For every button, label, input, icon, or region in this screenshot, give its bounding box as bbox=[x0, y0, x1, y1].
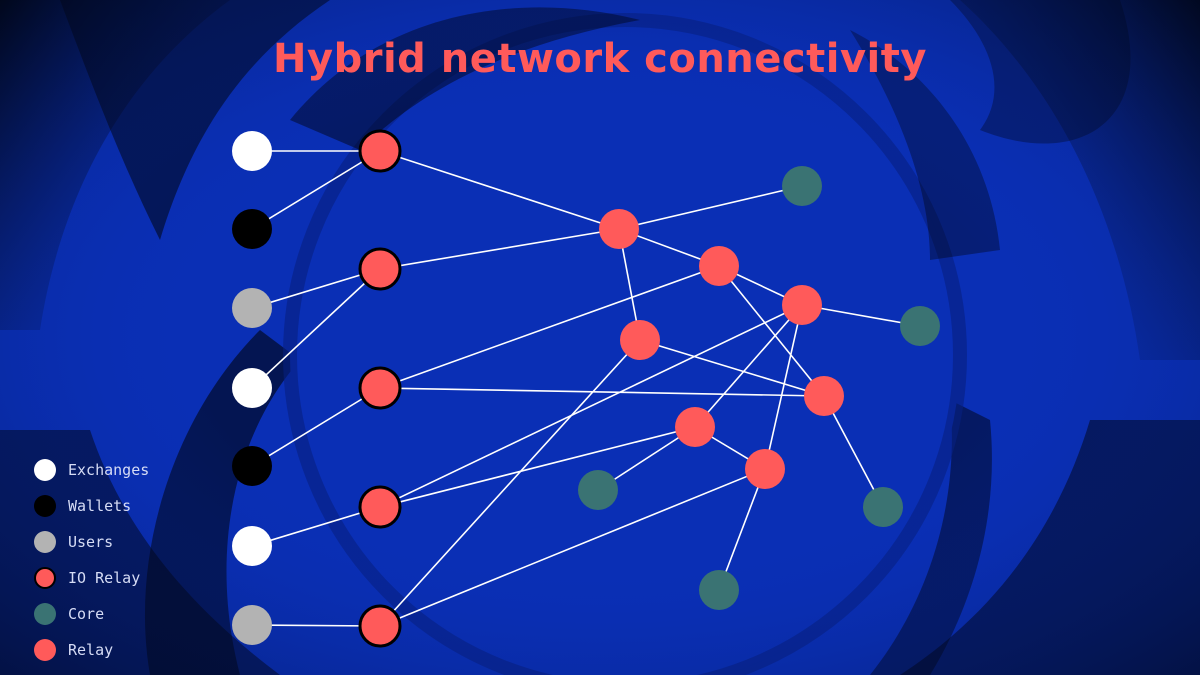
node-core-c1 bbox=[782, 166, 822, 206]
edge-w1-io1 bbox=[251, 150, 381, 230]
node-core-c4 bbox=[863, 487, 903, 527]
node-exchange-ex2 bbox=[232, 368, 272, 408]
legend-label: Wallets bbox=[68, 497, 132, 515]
node-core-c2 bbox=[900, 306, 940, 346]
node-core-c3 bbox=[578, 470, 618, 510]
edge-u1-io2 bbox=[251, 268, 381, 309]
edge-r1-c1 bbox=[618, 185, 803, 230]
edge-r6-io4 bbox=[379, 426, 696, 508]
edge-r3-io4 bbox=[379, 304, 803, 508]
legend-item-exchange: Exchanges bbox=[34, 452, 149, 488]
legend-swatch-relay bbox=[34, 639, 56, 661]
node-wallet-w1 bbox=[232, 209, 272, 249]
legend-item-relay: Relay bbox=[34, 632, 149, 668]
edge-io3-r5 bbox=[379, 387, 825, 397]
nodes-layer bbox=[232, 129, 940, 648]
edges-layer bbox=[251, 150, 921, 627]
edge-ex3-io4 bbox=[251, 506, 381, 547]
node-relay-r3 bbox=[782, 285, 822, 325]
legend-label: Exchanges bbox=[68, 461, 150, 479]
node-relay-r2 bbox=[699, 246, 739, 286]
node-io-relay-io4 bbox=[358, 485, 402, 529]
node-wallet-w2 bbox=[232, 446, 272, 486]
legend-swatch-user bbox=[34, 531, 56, 553]
legend-swatch-core bbox=[34, 603, 56, 625]
node-core-c5 bbox=[699, 570, 739, 610]
node-io-relay-io2 bbox=[358, 247, 402, 291]
node-io-relay-io3 bbox=[358, 366, 402, 410]
edge-io2-r1 bbox=[379, 228, 620, 270]
node-io-relay-io1 bbox=[358, 129, 402, 173]
legend-swatch-exchange bbox=[34, 459, 56, 481]
node-relay-r6 bbox=[675, 407, 715, 447]
node-relay-r4 bbox=[620, 320, 660, 360]
edge-w2-io3 bbox=[251, 387, 381, 467]
node-relay-r1 bbox=[599, 209, 639, 249]
edge-r5-c4 bbox=[823, 395, 884, 508]
legend-swatch-io-relay bbox=[34, 567, 56, 589]
edge-r7-io5 bbox=[379, 468, 766, 627]
diagram-title: Hybrid network connectivity bbox=[273, 36, 927, 82]
edge-r3-r7 bbox=[764, 304, 803, 470]
edge-ex2-io2 bbox=[251, 268, 381, 389]
legend-item-core: Core bbox=[34, 596, 149, 632]
node-io-relay-io5 bbox=[358, 604, 402, 648]
node-user-u2 bbox=[232, 605, 272, 645]
edge-io1-r1 bbox=[379, 150, 620, 230]
edge-r2-r5 bbox=[718, 265, 825, 397]
edge-r4-r5 bbox=[639, 339, 825, 397]
node-user-u1 bbox=[232, 288, 272, 328]
legend-label: Relay bbox=[68, 641, 114, 659]
node-exchange-ex3 bbox=[232, 526, 272, 566]
legend-item-wallet: Wallets bbox=[34, 488, 149, 524]
legend-swatch-wallet bbox=[34, 495, 56, 517]
legend-item-io-relay: IO Relay bbox=[34, 560, 149, 596]
legend-label: IO Relay bbox=[68, 569, 141, 587]
node-relay-r5 bbox=[804, 376, 844, 416]
legend-label: Users bbox=[68, 533, 114, 551]
legend-label: Core bbox=[68, 605, 105, 623]
edge-r7-c5 bbox=[718, 468, 766, 591]
legend-item-user: Users bbox=[34, 524, 149, 560]
edge-r4-io5 bbox=[379, 339, 641, 627]
edge-r2-io3 bbox=[379, 265, 720, 389]
node-exchange-ex1 bbox=[232, 131, 272, 171]
edge-r3-r6 bbox=[694, 304, 803, 428]
node-relay-r7 bbox=[745, 449, 785, 489]
